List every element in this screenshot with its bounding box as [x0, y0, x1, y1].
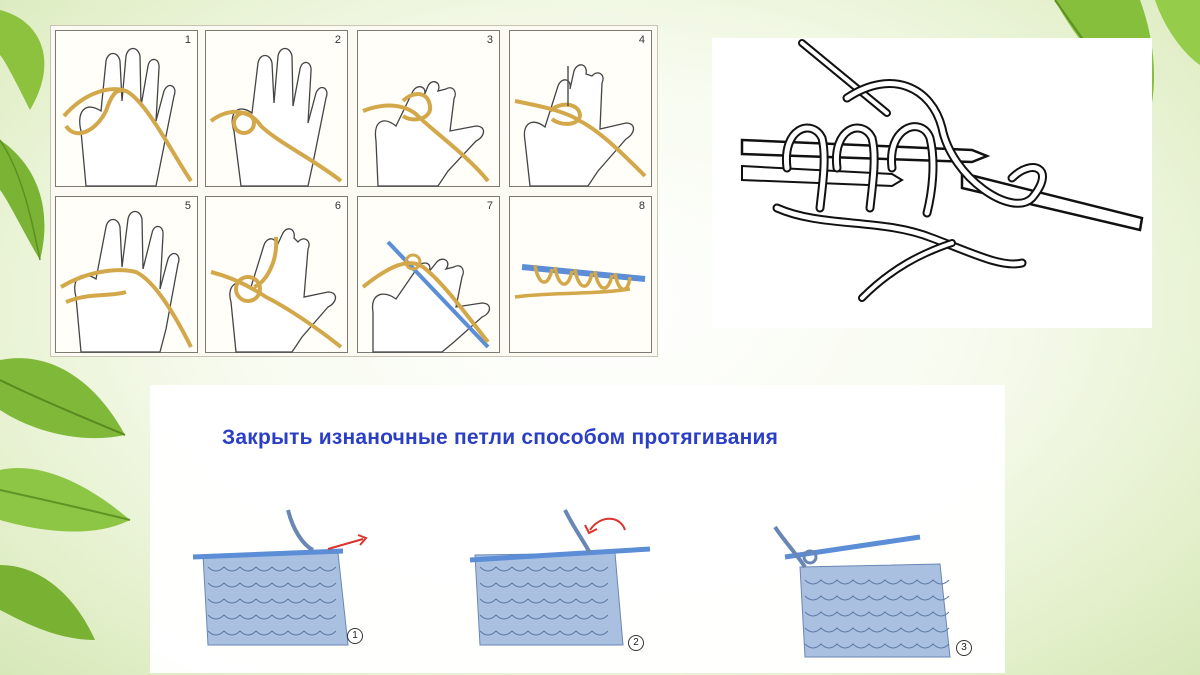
step-number: 4 [638, 34, 645, 46]
hand-icon [62, 47, 193, 187]
hand-icon [209, 47, 343, 187]
step-number: 3 [956, 640, 972, 656]
cast-on-step-1: 1 [55, 30, 198, 187]
arrow-icon [589, 517, 626, 531]
step-number: 3 [486, 34, 493, 46]
needle-loops-diagram [712, 38, 1152, 328]
hand-icon [59, 210, 193, 353]
hand-icon [361, 240, 491, 353]
bind-off-step-2-diagram [469, 509, 651, 646]
cast-on-step-4: 4 [509, 30, 652, 187]
needle-icon [386, 240, 490, 349]
step-number: 5 [184, 200, 191, 212]
needle-icon [514, 264, 646, 299]
bind-off-step-1-diagram [192, 509, 368, 646]
hand-icon [514, 64, 647, 187]
page-title: Закрыть изнаночные петли способом протяг… [222, 426, 779, 449]
cast-on-step-8: 8 [509, 196, 652, 353]
leaf-icon-top-left [0, 10, 45, 261]
step-number: 7 [486, 200, 493, 212]
bind-off-step-3-diagram [773, 525, 951, 658]
cast-on-panel: 1 2 3 4 [50, 25, 658, 357]
cast-on-step-5: 5 [55, 196, 198, 353]
step-number: 1 [184, 34, 191, 46]
leaf-icon-bottom-left [0, 358, 131, 640]
hand-icon [362, 81, 490, 187]
cast-on-step-7: 7 [357, 196, 500, 353]
step-number: 8 [638, 200, 645, 212]
step-number: 2 [628, 635, 644, 651]
step-number: 1 [347, 628, 363, 644]
step-number: 2 [334, 34, 341, 46]
hand-icon [210, 228, 343, 353]
cast-on-step-6: 6 [205, 196, 348, 353]
arrow-icon [327, 538, 364, 550]
step-number: 6 [334, 200, 341, 212]
cast-on-step-3: 3 [357, 30, 500, 187]
cast-on-step-2: 2 [205, 30, 348, 187]
